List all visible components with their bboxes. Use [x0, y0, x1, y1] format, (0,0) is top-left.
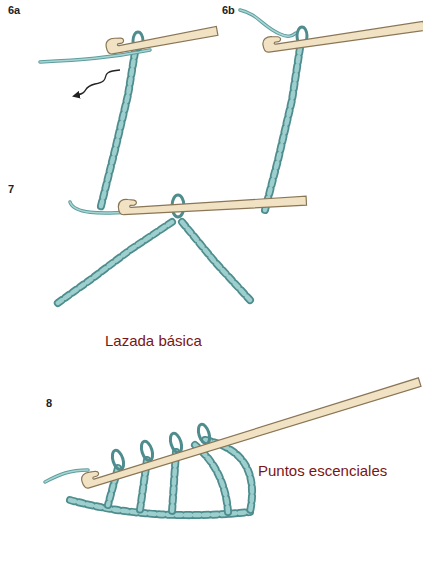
- step-8-figure: [45, 372, 421, 515]
- step-6a-figure: [40, 20, 218, 210]
- yarn-loop: [196, 423, 211, 445]
- chain: [55, 222, 172, 305]
- stitch: [195, 445, 228, 512]
- crochet-hook: [105, 20, 218, 54]
- chain: [265, 48, 300, 210]
- wrap-arrow: [74, 70, 120, 96]
- step-number: 6a: [8, 4, 20, 16]
- step-number: 6b: [222, 4, 235, 16]
- yarn-loop: [110, 449, 125, 471]
- crochet-hook: [80, 372, 421, 489]
- yarn-loop: [168, 432, 183, 454]
- yarn: [40, 50, 150, 62]
- yarn-loop: [139, 440, 154, 462]
- chain: [182, 222, 250, 300]
- chain: [182, 222, 250, 300]
- step-number: 8: [46, 397, 52, 409]
- crochet-hook: [262, 15, 423, 53]
- yarn: [240, 10, 296, 36]
- chain: [55, 222, 172, 305]
- yarn: [40, 50, 150, 62]
- step-6b-figure: [240, 10, 423, 210]
- crochet-hook: [118, 190, 307, 215]
- caption-label: Lazada básica: [105, 332, 202, 349]
- stitch: [195, 445, 228, 512]
- caption-label: Puntos escenciales: [258, 462, 387, 479]
- chain: [265, 48, 300, 210]
- step-number: 7: [8, 183, 14, 195]
- step-7-figure: [55, 190, 307, 305]
- yarn: [240, 10, 296, 36]
